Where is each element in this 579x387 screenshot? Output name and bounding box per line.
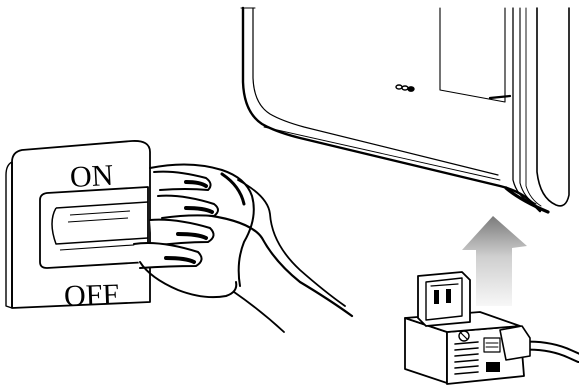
- device-body-icon: [241, 8, 569, 212]
- on-label: ON: [69, 159, 114, 194]
- up-arrow-icon: [462, 216, 527, 306]
- hand-icon: [134, 164, 352, 332]
- indicator-lights-icon: [396, 85, 414, 91]
- off-label: OFF: [63, 278, 119, 313]
